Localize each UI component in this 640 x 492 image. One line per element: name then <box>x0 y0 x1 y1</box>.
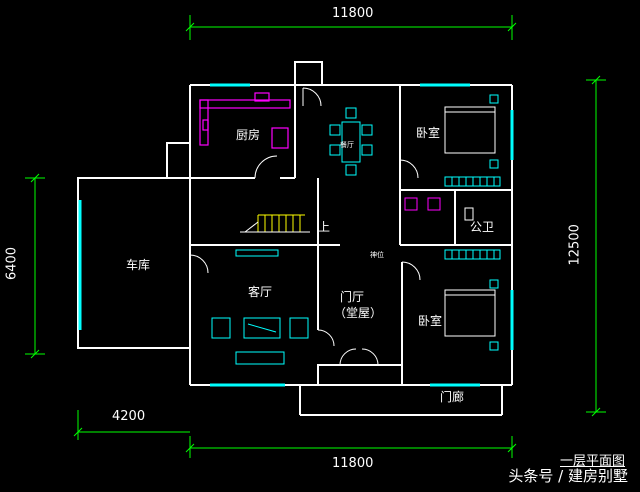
beds <box>444 94 499 351</box>
room-label-garage: 车库 <box>126 258 151 272</box>
room-label-living: 客厅 <box>248 285 273 299</box>
dimension-top: 11800 <box>332 6 374 21</box>
wardrobes <box>444 176 501 260</box>
walls <box>77 61 513 416</box>
room-label-porch: 门廊 <box>440 390 465 404</box>
dimension-lines <box>25 15 606 458</box>
kitchen-fixtures <box>199 92 291 149</box>
stair <box>240 214 310 233</box>
bathroom-fixtures <box>404 197 474 221</box>
dimension-bottom: 11800 <box>332 456 374 471</box>
living-furniture <box>211 249 309 365</box>
room-label-foyer-sub: （堂屋） <box>334 306 383 320</box>
room-label-kitchen: 厨房 <box>236 128 261 142</box>
room-label-bedroom-bottom: 卧室 <box>418 314 443 328</box>
dimension-bottom-left: 4200 <box>112 409 146 424</box>
room-label-bedroom-top: 卧室 <box>416 126 441 140</box>
room-label-stairs-up: 上 <box>318 220 331 234</box>
room-label-bathroom: 公卫 <box>470 220 495 234</box>
dining-table <box>329 107 373 176</box>
room-label-dining: 餐厅 <box>340 141 354 149</box>
watermark: 头条号 / 建房别墅 <box>508 467 628 485</box>
room-label-foyer: 门厅 <box>340 290 365 304</box>
drawing-title: 一层平面图 <box>560 454 626 469</box>
room-label-shrine: 神位 <box>370 251 384 259</box>
dimension-right: 12500 <box>567 224 583 266</box>
windows <box>78 83 514 387</box>
doors <box>189 87 421 366</box>
dimension-left: 6400 <box>4 246 20 281</box>
